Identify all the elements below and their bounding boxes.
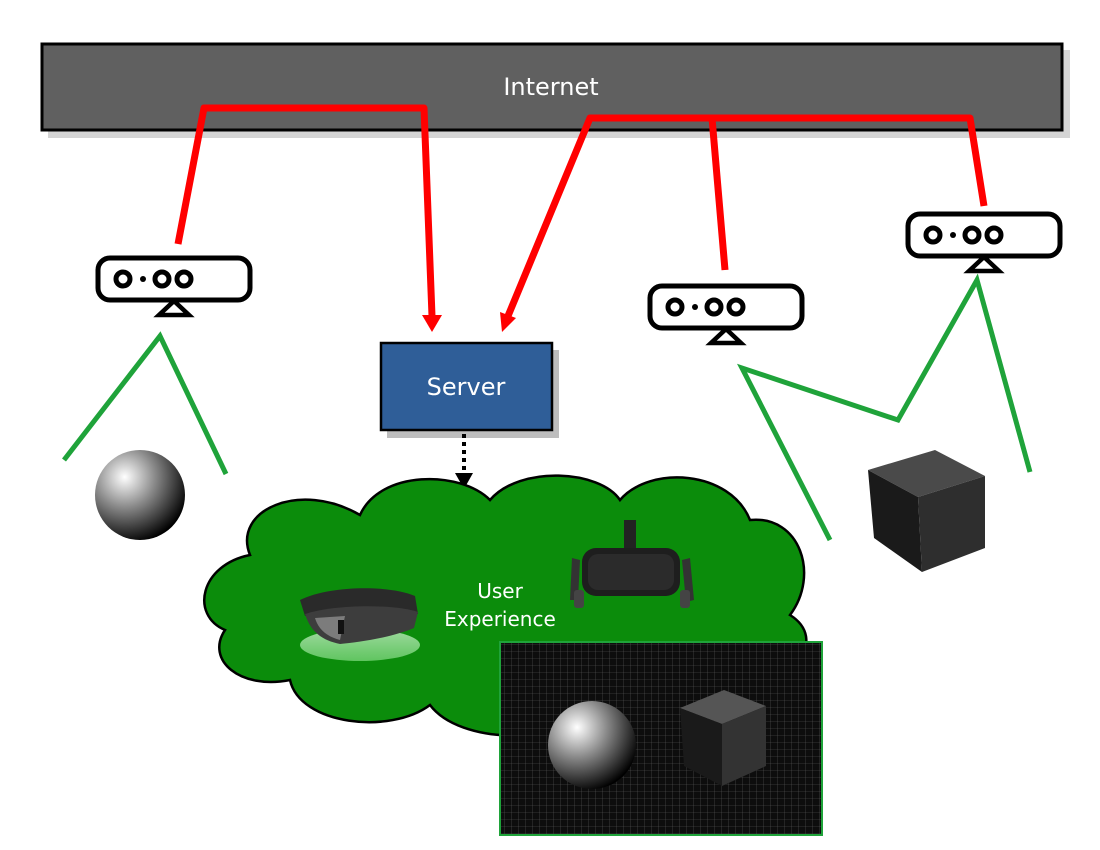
arrow-head	[500, 312, 516, 332]
sphere-object	[95, 450, 185, 540]
ar-headset-icon	[300, 588, 420, 661]
sensor3-4-view	[736, 273, 1033, 542]
user-experience-label-line1: User	[477, 579, 523, 603]
user-experience-label-line2: Experience	[444, 607, 556, 631]
server-to-experience-arrow	[455, 434, 473, 489]
virtual-scene-panel	[499, 641, 823, 836]
server-label: Server	[427, 373, 506, 401]
sensor1-view	[62, 331, 229, 476]
internet-label: Internet	[503, 73, 598, 101]
cube-object	[868, 450, 985, 572]
sensor-fields-of-view	[62, 273, 1033, 542]
server-box: Server	[379, 341, 559, 438]
virtual-sphere	[548, 701, 636, 789]
link-sensor1-to-server	[174, 104, 436, 317]
link-sensor3-to-server	[504, 114, 729, 318]
sensor-3	[905, 211, 1063, 274]
sensor-2	[647, 283, 805, 346]
internet-bar: Internet	[40, 42, 1070, 138]
arrow-head	[422, 315, 442, 332]
sensor-1	[95, 255, 253, 318]
virtual-cube	[680, 690, 766, 786]
network-links	[174, 104, 988, 332]
vr-headset-icon	[570, 520, 694, 608]
link-sensor4-to-server	[712, 114, 988, 207]
